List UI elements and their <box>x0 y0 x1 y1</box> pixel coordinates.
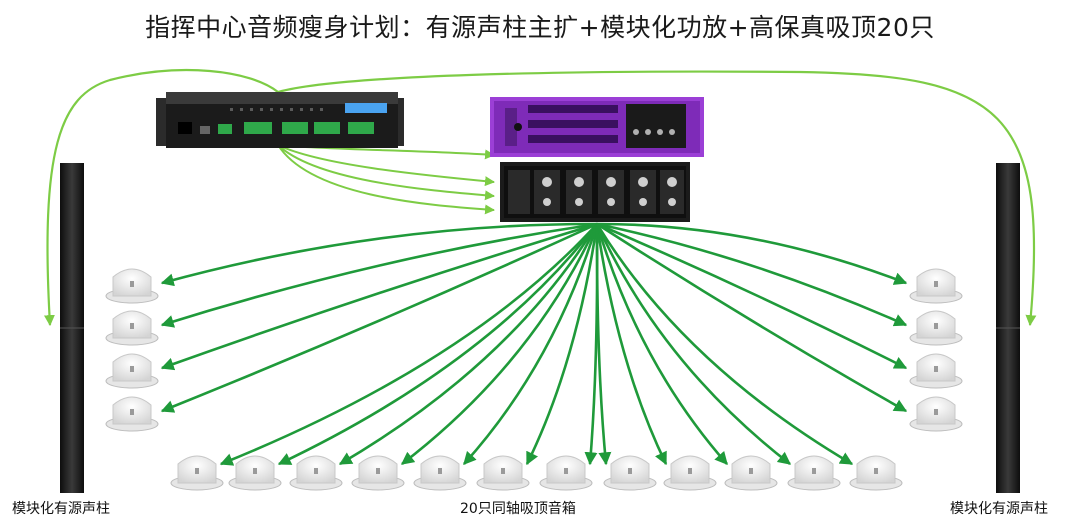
speaker-line <box>596 222 908 370</box>
speaker-line-group <box>160 222 908 466</box>
ceiling-speaker-icon <box>787 455 841 491</box>
speaker-line <box>525 223 599 466</box>
ceiling-speaker-icon <box>351 455 405 491</box>
ceiling-speaker-icon <box>849 455 903 491</box>
ceiling-speaker-group <box>105 268 963 491</box>
speaker-line <box>595 223 854 466</box>
ceiling-speaker-icon <box>909 353 963 389</box>
ceiling-speaker-icon <box>105 310 159 346</box>
feed-line-left-column <box>43 69 279 327</box>
ceiling-speaker-icon <box>105 396 159 432</box>
power-amplifier-icon <box>490 97 704 157</box>
ceiling-speaker-icon <box>170 455 224 491</box>
ceiling-speaker-icon <box>228 455 282 491</box>
module-amplifier-icon <box>500 162 690 222</box>
speaker-line <box>595 223 728 465</box>
speaker-line <box>277 223 599 466</box>
speaker-line <box>596 222 908 327</box>
ceiling-speaker-icon <box>539 455 593 491</box>
speaker-line <box>219 223 598 466</box>
ceiling-speaker-icon <box>413 455 467 491</box>
ceiling-speaker-icon <box>909 310 963 346</box>
speaker-line <box>596 222 908 285</box>
ceiling-speaker-icon <box>663 455 717 491</box>
ceiling-group-label: 20只同轴吸顶音箱 <box>460 501 576 517</box>
ceiling-speaker-icon <box>909 396 963 432</box>
ceiling-speaker-icon <box>105 353 159 389</box>
feed-line-right-column <box>277 70 1037 327</box>
speaker-line <box>400 223 599 466</box>
speaker-line <box>160 222 598 328</box>
speaker-line <box>595 223 612 466</box>
column-speaker-right-label: 模块化有源声柱 <box>950 501 1048 517</box>
column-speaker-left <box>60 163 84 493</box>
speaker-line <box>595 223 792 466</box>
speaker-line <box>160 222 598 413</box>
processor-to-amp-lines <box>277 144 495 215</box>
speaker-line <box>338 223 599 466</box>
ceiling-speaker-icon <box>289 455 343 491</box>
column-speaker-left-label: 模块化有源声柱 <box>12 501 110 517</box>
speaker-line <box>596 222 908 413</box>
ceiling-speaker-icon <box>603 455 657 491</box>
speaker-line <box>595 223 668 466</box>
speaker-line <box>463 223 599 465</box>
ceiling-speaker-icon <box>105 268 159 304</box>
audio-processor-icon <box>156 92 404 148</box>
ceiling-speaker-icon <box>724 455 778 491</box>
column-speaker-right <box>996 163 1020 493</box>
page-title: 指挥中心音频瘦身计划：有源声柱主扩+模块化功放+高保真吸顶20只 <box>145 13 935 42</box>
ceiling-speaker-icon <box>476 455 530 491</box>
ceiling-speaker-icon <box>909 268 963 304</box>
speaker-line <box>160 222 598 287</box>
speaker-line <box>160 222 598 371</box>
